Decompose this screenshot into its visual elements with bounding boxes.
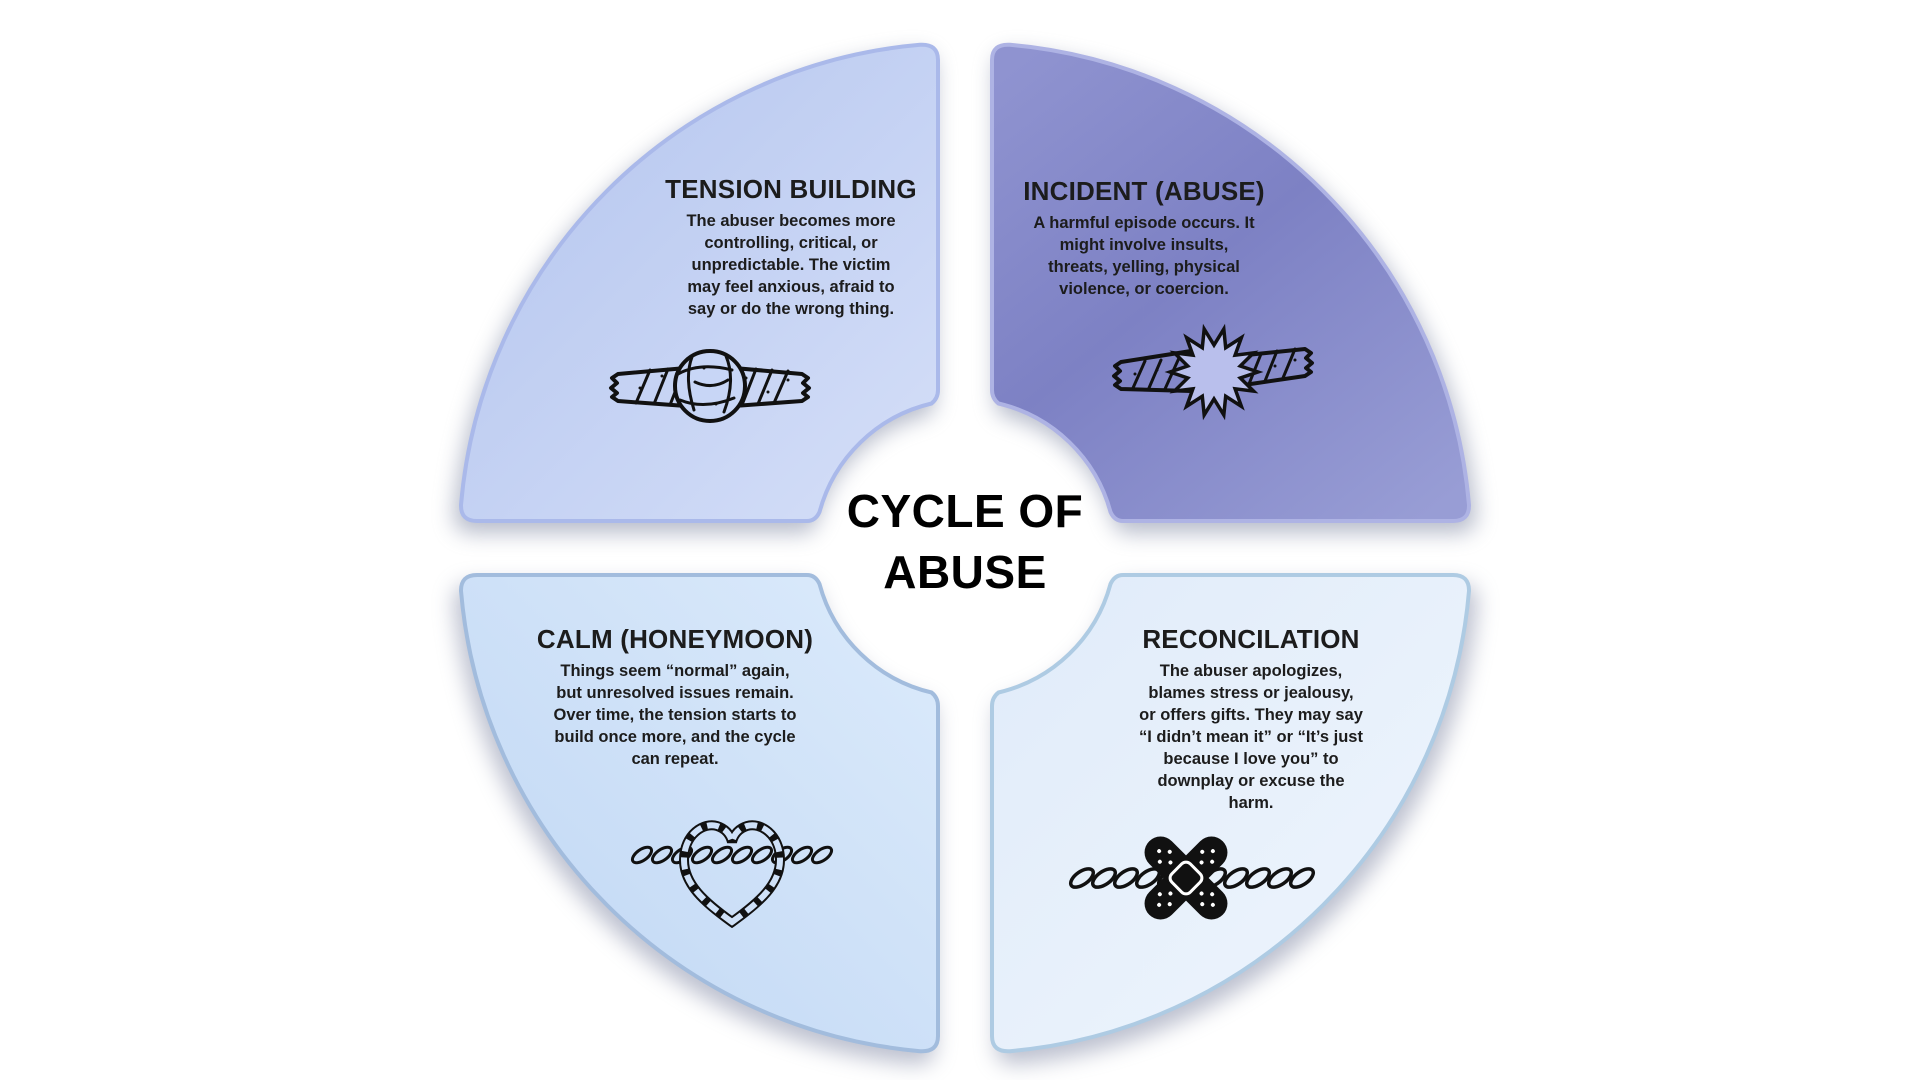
quadrant-reconcilation-shape <box>990 573 1472 1054</box>
twisted-rope-line <box>630 845 834 865</box>
heart-rope-twists <box>680 822 784 926</box>
quadrant-reconcilation-body: The abuser apologizes, blames stress or … <box>1139 662 1363 812</box>
quadrant-calm-text: CALM (HONEYMOON) Things seem “normal” ag… <box>505 624 845 770</box>
crossed-bandaids <box>1144 836 1228 920</box>
quadrant-calm-shape <box>458 573 940 1054</box>
quadrant-reconcilation-title: RECONCILATION <box>1142 624 1360 654</box>
quadrant-incident-text: INCIDENT (ABUSE) A harmful episode occur… <box>974 176 1314 300</box>
quadrant-calm-title: CALM (HONEYMOON) <box>536 624 814 654</box>
quadrant-calm-body: Things seem “normal” again, but unresolv… <box>553 662 797 768</box>
burst-shape <box>1164 323 1264 421</box>
rope-speckles <box>1133 358 1297 376</box>
heart-outline <box>678 820 786 928</box>
quadrant-tension-body: The abuser becomes more controlling, cri… <box>686 212 896 318</box>
page-title: CYCLE OF ABUSE <box>846 485 1084 598</box>
rope-speckles <box>638 366 790 406</box>
quadrant-tension-shape <box>458 42 940 523</box>
quadrant-reconcilation-text: RECONCILATION The abuser apologizes, bla… <box>1081 624 1421 814</box>
quadrant-incident-body: A harmful episode occurs. It might invol… <box>1033 214 1255 298</box>
knotted-rope-icon <box>609 349 811 423</box>
quadrant-tension-text: TENSION BUILDING The abuser becomes more… <box>621 174 961 320</box>
quadrant-tension-title: TENSION BUILDING <box>665 174 917 204</box>
quadrant-incident-title: INCIDENT (ABUSE) <box>1023 176 1265 206</box>
snapped-rope-burst-icon <box>1112 323 1314 421</box>
quadrant-incident-shape <box>990 42 1472 523</box>
heart-rope-icon <box>630 820 834 928</box>
bandaged-rope-icon <box>1068 836 1316 920</box>
